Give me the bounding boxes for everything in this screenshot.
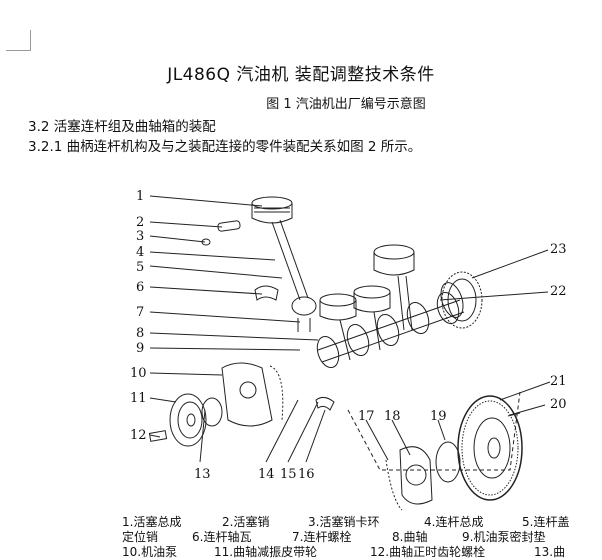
leader-line-14 (265, 399, 299, 463)
oil-pump-gasket (269, 365, 284, 421)
leader-line-12 (149, 434, 161, 438)
leader-line-9 (149, 347, 301, 351)
callout-20: 20 (550, 397, 567, 412)
callout-16: 16 (298, 467, 315, 482)
section-heading: 3.2 活塞连杆组及曲轴箱的装配 (28, 119, 216, 135)
legend-item-8: 8.曲轴 (392, 530, 428, 544)
leader-line-4 (149, 251, 276, 261)
callout-8: 8 (136, 326, 144, 341)
page-corner-mark (6, 30, 31, 51)
legend-item-12: 12.曲轴正时齿轮螺栓 (370, 545, 486, 559)
section-paragraph: 3.2.1 曲柄连杆机构及与之装配连接的零件装配关系如图 2 所示。 (28, 139, 422, 155)
connecting-rod-assembly (271, 219, 317, 316)
callout-23: 23 (550, 242, 567, 257)
signal-ring (441, 271, 483, 329)
callout-6: 6 (136, 280, 144, 295)
leader-line-7 (149, 311, 301, 323)
leader-line-16 (305, 409, 326, 463)
legend-item-5-cont: 定位销 (122, 530, 159, 544)
leader-line-22 (439, 291, 549, 301)
callout-17: 17 (358, 409, 375, 424)
seal-gasket (385, 459, 403, 511)
pulley-bolt (148, 430, 168, 442)
leader-line-6 (149, 286, 263, 295)
callout-9: 9 (136, 341, 144, 356)
callout-18: 18 (384, 409, 401, 424)
crankshaft (316, 291, 465, 369)
callout-21: 21 (550, 374, 567, 389)
leader-line-11 (149, 397, 177, 403)
piston-assembly-1 (251, 196, 293, 224)
callout-5: 5 (136, 260, 144, 275)
leader-line-23 (471, 249, 549, 279)
main-bearing-shells (315, 396, 335, 411)
leader-line-17 (365, 419, 389, 461)
legend-item-1: 1.活塞总成 (122, 515, 182, 529)
callout-19: 19 (430, 409, 447, 424)
crankshaft-rear-flange (440, 282, 464, 318)
leader-line-20 (509, 404, 546, 416)
callout-13: 13 (194, 467, 211, 482)
leader-line-21 (499, 381, 551, 401)
figure-1-caption: 图 1 汽油机出厂编号示意图 (266, 97, 426, 112)
assembly-dashed-outline (347, 391, 521, 471)
leader-line-18 (391, 419, 411, 456)
leader-line-3 (149, 235, 206, 243)
callout-1: 1 (136, 189, 144, 204)
crank-timing-gear (201, 397, 223, 427)
rear-oil-seal-housing (399, 446, 433, 505)
callout-15: 15 (280, 467, 297, 482)
leader-line-2 (149, 221, 223, 228)
callout-2: 2 (136, 215, 144, 230)
leader-line-5 (149, 265, 283, 279)
leader-line-10 (149, 372, 223, 376)
legend-item-4: 4.连杆总成 (424, 515, 484, 529)
legend-item-10: 10.机油泵 (122, 545, 178, 559)
piston-pin-circlip (201, 238, 211, 246)
callout-4: 4 (136, 245, 144, 260)
legend-item-2: 2.活塞销 (222, 515, 270, 529)
legend-item-5: 5.连杆盖 (522, 515, 570, 529)
flywheel-bolt (507, 412, 521, 417)
piston-assembly-3 (353, 285, 391, 351)
piston-assembly-4 (373, 244, 415, 331)
document-title: JL486Q 汽油机 装配调整技术条件 (167, 65, 435, 85)
rod-bearing-shells (254, 285, 279, 301)
leader-line-15 (287, 401, 319, 463)
crankshaft-damper-pulley (169, 393, 207, 447)
callout-10: 10 (130, 366, 147, 381)
callout-12: 12 (130, 428, 147, 443)
leader-line-1 (149, 195, 263, 207)
legend-item-13: 13.曲 (534, 545, 566, 559)
callout-11: 11 (130, 391, 147, 406)
legend-item-7: 7.连杆螺栓 (292, 530, 352, 544)
legend-item-3: 3.活塞销卡环 (308, 515, 380, 529)
flywheel (457, 395, 523, 501)
callout-14: 14 (258, 467, 275, 482)
legend-item-9: 9.机油泵密封垫 (462, 530, 546, 544)
oil-pump (221, 362, 273, 427)
leader-line-19 (437, 419, 446, 441)
piston-pin (217, 220, 241, 232)
oil-pump-port (239, 381, 257, 399)
legend-item-11: 11.曲轴减振皮带轮 (214, 545, 318, 559)
callout-22: 22 (550, 284, 567, 299)
leader-line-8 (149, 332, 319, 341)
callout-3: 3 (136, 229, 144, 244)
legend-item-6: 6.连杆轴瓦 (192, 530, 252, 544)
callout-7: 7 (136, 305, 144, 320)
oil-seal-ring (435, 441, 461, 483)
